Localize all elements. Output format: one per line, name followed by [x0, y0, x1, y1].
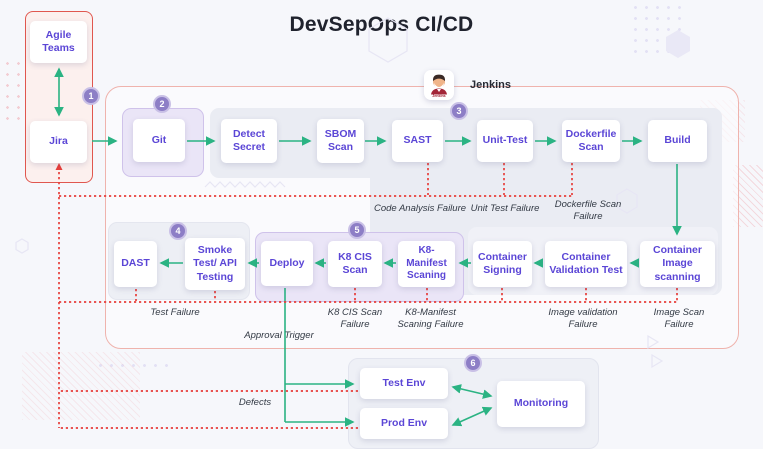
node-jira: Jira: [30, 121, 87, 163]
node-dockerfile-scan: Dockerfile Scan: [562, 120, 620, 162]
node-k8-manifest-scaning: K8-Manifest Scaning: [398, 241, 455, 287]
page-title: DevSepOps CI/CD: [289, 13, 474, 36]
step-badge-5: 5: [348, 221, 366, 239]
decor-stripes-bottom-left: [22, 352, 140, 420]
label-code-analysis-failure: Code Analysis Failure: [373, 203, 467, 214]
node-container-validation-test: Container Validation Test: [545, 241, 627, 287]
node-container-image-scanning: Container Image scanning: [640, 241, 715, 287]
jenkins-icon: Jenkins: [424, 70, 454, 100]
node-k8-cis-scan: K8 CIS Scan: [328, 241, 382, 287]
svg-text:Jenkins: Jenkins: [432, 94, 445, 98]
label-image-scan-failure: Image Scan Failure: [653, 307, 705, 331]
node-container-signing: Container Signing: [473, 241, 532, 287]
step-badge-2: 2: [153, 95, 171, 113]
node-deploy: Deploy: [261, 241, 313, 286]
node-unit-test: Unit-Test: [477, 120, 533, 162]
decor-dot-grid-left: [2, 58, 28, 128]
label-defects: Defects: [238, 397, 272, 408]
node-test-env: Test Env: [360, 368, 448, 399]
label-image-validation-failure: Image validation Failure: [548, 307, 618, 331]
node-prod-env: Prod Env: [360, 408, 448, 439]
step-badge-1: 1: [82, 87, 100, 105]
label-k8-manifest-scaning-failure: K8-Manifest Scaning Failure: [397, 307, 464, 331]
node-monitoring: Monitoring: [497, 381, 585, 427]
label-k8-cis-scan-failure: K8 CIS Scan Failure: [327, 307, 383, 331]
label-test-failure: Test Failure: [150, 307, 200, 318]
jenkins-label: Jenkins: [470, 79, 511, 91]
jenkins-butler-icon: Jenkins: [431, 74, 447, 98]
label-unit-test-failure: Unit Test Failure: [470, 203, 540, 214]
node-build: Build: [648, 120, 707, 162]
node-sast: SAST: [392, 120, 443, 162]
node-agile-teams: Agile Teams: [30, 21, 87, 63]
node-detect-secret: Detect Secret: [221, 119, 277, 163]
node-smoke-test: Smoke Test/ API Testing: [185, 238, 245, 290]
label-approval-trigger: Approval Trigger: [244, 330, 314, 341]
step-badge-3: 3: [450, 102, 468, 120]
step-badge-4: 4: [169, 222, 187, 240]
node-git: Git: [133, 119, 185, 162]
label-dockerfile-scan-failure: Dockerfile Scan Failure: [554, 199, 622, 223]
decor-dot-grid-bottom: [95, 360, 170, 374]
step-badge-6: 6: [464, 354, 482, 372]
node-sbom-scan: SBOM Scan: [317, 119, 364, 163]
node-dast: DAST: [114, 241, 157, 287]
